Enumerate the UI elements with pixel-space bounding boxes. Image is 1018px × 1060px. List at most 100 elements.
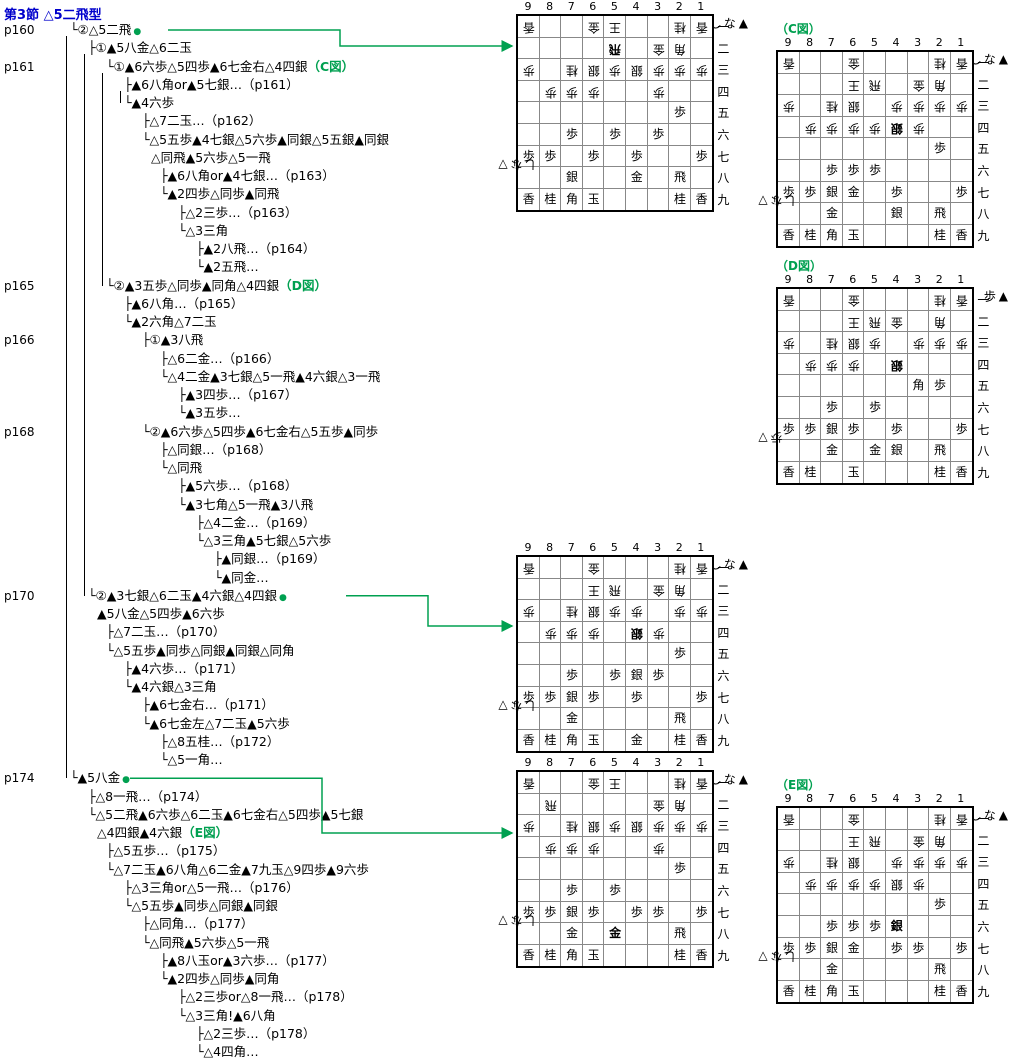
- board-square: [626, 836, 648, 859]
- board-square: [561, 600, 583, 622]
- page-number: p168: [4, 424, 35, 439]
- sente-piece: 桂: [544, 191, 557, 206]
- page-number: p166: [4, 333, 35, 348]
- board-square: [626, 145, 648, 168]
- move-text: └②△5二飛: [70, 22, 132, 37]
- board-square: [626, 16, 648, 38]
- board-square: [626, 944, 648, 967]
- board-square: [821, 894, 843, 916]
- gote-piece: 飛: [609, 42, 622, 57]
- move-text: └▲同金…: [214, 569, 269, 585]
- move-text: └△4二金▲3七銀△5一飛▲4六銀△3一飛: [160, 368, 381, 384]
- board-square: [518, 880, 540, 902]
- sente-piece: 歩: [955, 184, 968, 199]
- board-square: [690, 81, 713, 103]
- board-square: [518, 188, 540, 211]
- gote-piece: 歩: [869, 336, 882, 351]
- board-square: [929, 181, 951, 204]
- rank-label: 四: [717, 84, 730, 99]
- sente-piece: 歩: [847, 163, 860, 177]
- board-square: [886, 353, 908, 376]
- file-label: 3: [914, 36, 922, 49]
- sente-piece: 飛: [933, 206, 946, 221]
- sente-hand: ▲なし: [708, 16, 751, 30]
- sente-piece: 銀: [825, 184, 838, 199]
- board-square: [561, 621, 583, 644]
- sente-piece: 歩: [522, 148, 535, 163]
- board-square: [518, 793, 540, 816]
- move-text: ├△8一飛…（p174）: [88, 788, 208, 804]
- board-square: [518, 16, 540, 38]
- gote-piece: 香: [955, 293, 968, 308]
- board-square: [907, 872, 930, 895]
- board-square: [929, 224, 951, 247]
- tree-line: └△5五歩▲同歩△同銀▲同銀△同角: [106, 643, 295, 659]
- board-square: [604, 793, 626, 816]
- board-square: [690, 772, 713, 794]
- tree-line: └①▲6六歩△5四歩▲6七金右△4四銀（C図）: [106, 59, 354, 75]
- sente-piece: 玉: [587, 191, 600, 206]
- board-square: [842, 894, 865, 916]
- board-square: [669, 643, 691, 665]
- sente-piece: 銀: [890, 443, 903, 458]
- board-square: [778, 353, 800, 376]
- tree-line: └▲3七角△5一飛▲3八飛: [178, 497, 313, 513]
- board-square: [647, 643, 670, 665]
- sente-hand: ▲歩: [982, 289, 1011, 303]
- board-square: [929, 332, 951, 354]
- board-caption: （D図）: [776, 259, 822, 273]
- board-square: [907, 851, 930, 873]
- board-square: [539, 923, 562, 945]
- gote-piece: 銀: [890, 877, 903, 892]
- board-square: [929, 959, 951, 981]
- tree-line: ├△3三角or△5一飛…（p176）: [124, 880, 299, 896]
- file-label: 1: [697, 0, 705, 13]
- gote-piece: 歩: [609, 819, 622, 834]
- tree-line: ├△4二金…（p169）: [196, 515, 315, 531]
- board-square: [690, 38, 713, 60]
- board-square: [626, 793, 648, 816]
- sente-piece: 桂: [544, 947, 557, 962]
- figure-label: （C図）: [307, 58, 355, 74]
- board-square: [886, 872, 908, 895]
- sente-piece: 歩: [673, 105, 686, 120]
- page-number: p165: [4, 278, 35, 293]
- board-square: [778, 203, 800, 225]
- board-square: [799, 397, 822, 419]
- rank-label: 九: [977, 228, 990, 243]
- move-text: ├△7二玉…（p170）: [106, 624, 226, 640]
- board-square: [864, 138, 886, 160]
- board-square: [950, 440, 973, 462]
- sente-piece: 角: [912, 378, 925, 393]
- sente-piece: 金: [825, 443, 838, 458]
- sente-piece: 歩: [933, 378, 946, 393]
- sente-piece: 角: [565, 191, 578, 206]
- rank-label: 五: [977, 898, 990, 913]
- move-text: └△5五歩▲4七銀△5六歩▲同銀△5五銀▲同銀: [142, 131, 390, 147]
- gote-piece: 角: [673, 583, 686, 598]
- board-square: [690, 167, 713, 189]
- board-square: [518, 858, 540, 880]
- board-square: [626, 665, 648, 687]
- board-square: [647, 815, 670, 837]
- file-label: 9: [524, 756, 532, 769]
- file-label: 6: [589, 0, 597, 13]
- gote-piece: 銀: [847, 336, 860, 351]
- sente-piece: 角: [825, 983, 838, 998]
- gote-piece: 銀: [890, 358, 903, 373]
- board-square: [690, 708, 713, 730]
- board-square: [604, 686, 626, 709]
- gote-piece: 角: [673, 798, 686, 813]
- gote-piece: 角: [933, 315, 946, 330]
- board-square: [669, 102, 691, 124]
- board-square: [604, 923, 626, 945]
- board-square: [626, 708, 648, 730]
- sente-hand: ▲なし: [968, 808, 1011, 822]
- gote-piece: 歩: [652, 626, 665, 641]
- rank-label: 八: [717, 927, 730, 942]
- tree-line: ├▲同銀…（p169）: [214, 551, 325, 567]
- board-square: [669, 944, 691, 967]
- tree-line: └△7二玉▲6八角△6二金▲7九玉△9四歩▲9六歩: [106, 862, 369, 878]
- board-square: [907, 289, 930, 311]
- gote-piece: 桂: [565, 604, 578, 619]
